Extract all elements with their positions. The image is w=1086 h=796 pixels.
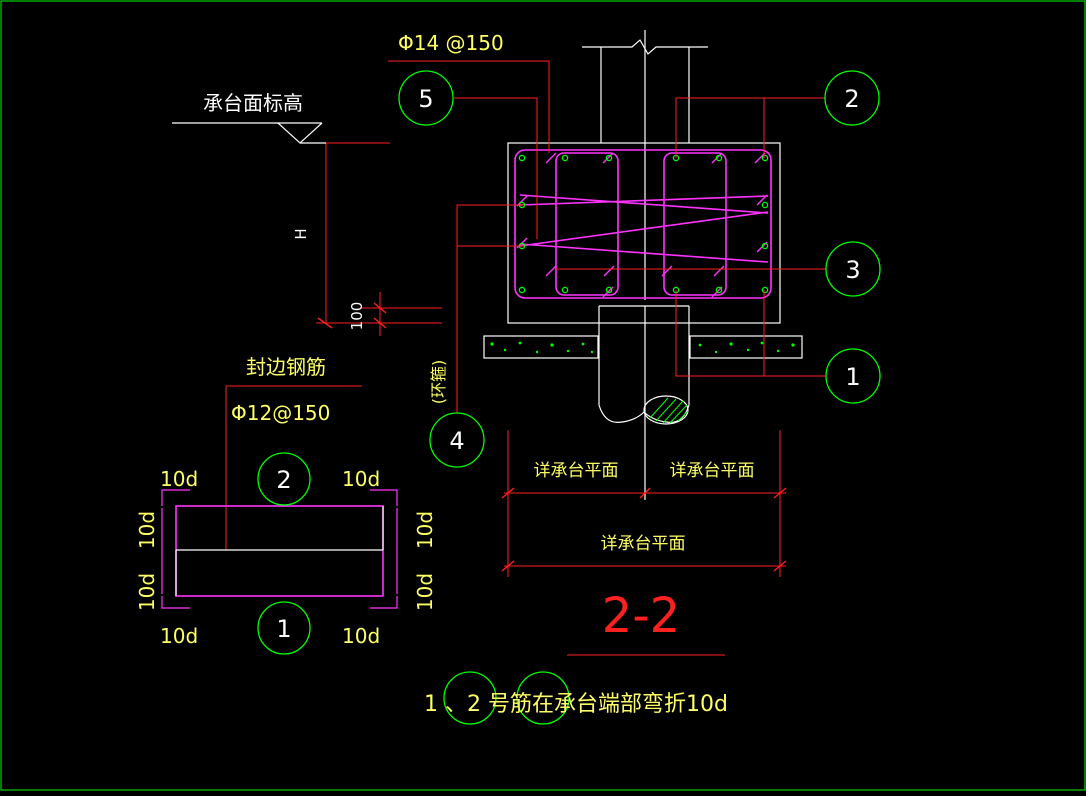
callout-2-label: 2 <box>844 85 859 113</box>
ref-plan-right: 详承台平面 <box>670 461 755 481</box>
dim-10d-left-lower: 10d <box>135 573 159 611</box>
rebar-cage <box>514 149 772 299</box>
callout-5-circle <box>398 70 454 126</box>
callout-2-circle <box>824 70 880 126</box>
dim-10d-bottom-right: 10d <box>342 624 380 648</box>
callout-4-circle <box>429 412 485 468</box>
detail-2-label: 2 <box>276 466 291 494</box>
callout-3-circle <box>825 241 881 297</box>
dim-10d-right-lower: 10d <box>413 573 437 611</box>
note-1-circle <box>443 671 497 725</box>
dimension-ticks <box>317 302 787 572</box>
detail-1-label: 1 <box>276 615 291 643</box>
dim-10d-top-right: 10d <box>342 467 380 491</box>
dim-10d-top-left: 10d <box>160 467 198 491</box>
dim-100-label: 100 <box>348 302 366 331</box>
detail-1-circle <box>257 601 311 655</box>
dim-10d-labels: 10d 10d 10d 10d 10d 10d 10d 10d <box>135 467 437 648</box>
edge-rebar-label: 封边钢筋 <box>246 355 326 379</box>
callout-1-circle <box>825 348 881 404</box>
edge-rebar-spec: Φ12@150 <box>231 401 330 425</box>
section-title: 2-2 <box>602 588 680 644</box>
height-symbol: H <box>292 228 310 239</box>
hoop-label: (环箍) <box>429 360 448 405</box>
bedding-hatch <box>490 341 795 354</box>
callout-5-label: 5 <box>418 85 433 113</box>
elevation-symbol <box>172 122 326 144</box>
detail-2-circle <box>257 452 311 506</box>
callout-numbers: 5 2 3 1 4 2 1 <box>276 85 860 643</box>
concrete-outline <box>483 30 803 500</box>
edge-bar-detail <box>161 489 398 609</box>
cap-top-elevation-label: 承台面标高 <box>203 91 303 115</box>
note-2-circle <box>516 671 570 725</box>
rebar-spec-top: Φ14 @150 <box>398 31 504 55</box>
dim-10d-left-upper: 10d <box>135 511 159 549</box>
callout-circles <box>257 70 881 725</box>
rebar-hooks <box>516 152 768 298</box>
callout-4-label: 4 <box>449 427 464 455</box>
bending-note: 1 、2 号筋在承台端部弯折10d <box>424 692 728 717</box>
callout-1-label: 1 <box>845 363 860 391</box>
dim-10d-right-upper: 10d <box>413 511 437 549</box>
rebar-bar-dots <box>518 154 769 294</box>
callout-3-label: 3 <box>845 256 860 284</box>
ref-plan-left: 详承台平面 <box>534 461 619 481</box>
ref-plan-total: 详承台平面 <box>601 534 686 554</box>
pile-section-hatch <box>643 395 689 425</box>
dim-10d-bottom-left: 10d <box>160 624 198 648</box>
